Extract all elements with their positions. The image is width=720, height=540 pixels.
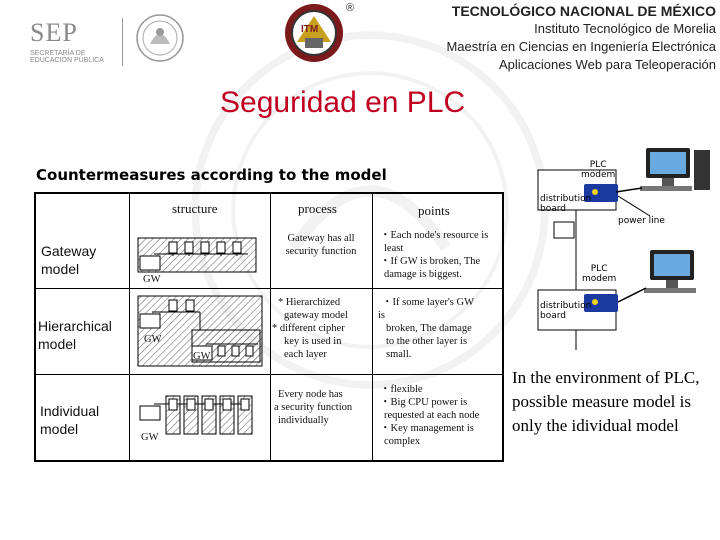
plc-modem-label-2: PLC modem <box>582 264 616 284</box>
plc-network-diagram <box>537 148 710 350</box>
gw-label: GW <box>141 432 159 443</box>
process-individual: Every node has a security function indiv… <box>274 388 370 427</box>
institute-name: Instituto Tecnológico de Morelia <box>534 21 716 36</box>
gw-label: GW <box>144 334 162 345</box>
itm-logo-text: ITM <box>301 24 319 35</box>
table-divider <box>129 192 130 462</box>
mexico-seal-icon <box>136 14 184 62</box>
row-label-line: model <box>40 421 79 437</box>
gw-label: GW <box>193 351 211 362</box>
points-line: ・flexible <box>380 384 423 395</box>
sep-logo-sub1: SECRETARÍA DE <box>30 50 86 57</box>
points-line: ・Each node's resource is <box>380 230 489 241</box>
logo-divider <box>122 18 123 66</box>
power-line-label: power line <box>618 216 665 226</box>
points-line: broken, The damage <box>386 323 472 334</box>
points-line: damage is biggest. <box>384 269 462 280</box>
points-line: ・If some layer's GW <box>382 297 474 308</box>
distribution-board-label-1: distribution board <box>540 194 591 214</box>
process-line: individually <box>278 415 329 426</box>
table-divider <box>34 288 504 289</box>
diagram-text: board <box>540 204 566 214</box>
conclusion-note: In the environment of PLC, possible meas… <box>512 368 700 435</box>
col-header-process: process <box>298 201 337 216</box>
process-line: each layer <box>284 349 327 360</box>
course-name: Aplicaciones Web para Teleoperación <box>498 57 716 72</box>
row-label-line: model <box>41 261 80 277</box>
process-line: * different cipher <box>272 323 345 334</box>
itm-logo <box>285 4 343 62</box>
distribution-board-label-2: distribution board <box>540 301 591 321</box>
points-individual: ・flexible ・Big CPU power is requested at… <box>380 383 502 448</box>
points-line: to the other layer is <box>386 336 468 347</box>
diagram-text: distribution <box>540 194 592 204</box>
col-header-structure: structure <box>172 201 218 216</box>
individual-structure-diagram <box>139 395 253 435</box>
diagram-text: board <box>540 311 566 321</box>
table-divider <box>34 374 504 375</box>
diagram-text: distribution <box>540 301 592 311</box>
row-label-individual: Individual model <box>40 402 99 438</box>
registered-mark: ® <box>346 2 355 14</box>
process-line: key is used in <box>284 336 342 347</box>
points-line: ・Key management is <box>380 423 474 434</box>
process-hierarchical: * Hierarchized gateway model * different… <box>272 296 368 361</box>
table-divider <box>270 192 271 462</box>
process-line: Every node has <box>278 389 343 400</box>
row-label-line: Gateway <box>41 243 97 259</box>
gw-label: GW <box>143 274 161 285</box>
institution-name: TECNOLÓGICO NACIONAL DE MÉXICO <box>451 3 716 19</box>
row-label-line: Individual <box>40 403 100 419</box>
points-line: requested at each node <box>384 410 480 421</box>
sep-logo-text: SEP <box>30 18 78 47</box>
header-block: TECNOLÓGICO NACIONAL DE MÉXICO Instituto… <box>446 2 716 74</box>
points-line: complex <box>384 436 421 447</box>
hierarchical-structure-diagram <box>137 295 263 367</box>
row-label-line: Hierarchical <box>38 318 112 334</box>
plc-modem-label-1: PLC modem <box>581 160 615 180</box>
points-hierarchical: ・If some layer's GW is broken, The damag… <box>378 296 500 361</box>
gateway-structure-diagram <box>137 237 257 273</box>
row-label-gateway: Gateway model <box>41 242 96 278</box>
points-line: ・If GW is broken, The <box>380 256 481 267</box>
process-line: gateway model <box>284 310 348 321</box>
slide-title: Seguridad en PLC <box>220 86 466 119</box>
diagram-text: modem <box>582 274 617 284</box>
row-label-line: model <box>38 336 77 352</box>
process-line: Gateway has all <box>287 233 355 244</box>
diagram-text: PLC <box>590 264 608 274</box>
process-line: a security function <box>274 402 353 413</box>
col-header-points: points <box>418 203 450 218</box>
process-line: * Hierarchized <box>278 297 341 308</box>
points-line: small. <box>386 349 412 360</box>
process-gateway: Gateway has all security function <box>274 232 368 258</box>
countermeasures-table <box>34 192 504 462</box>
sep-logo: SEP SECRETARÍA DE EDUCACIÓN PÚBLICA <box>30 18 110 66</box>
diagram-text: PLC <box>589 160 607 170</box>
points-gateway: ・Each node's resource is least ・If GW is… <box>380 229 502 281</box>
slide-subtitle: Countermeasures according to the model <box>36 166 387 184</box>
sep-logo-sub2: EDUCACIÓN PÚBLICA <box>30 57 104 64</box>
program-name: Maestría en Ciencias en Ingeniería Elect… <box>446 39 716 54</box>
diagram-text: modem <box>581 170 616 180</box>
row-label-hierarchical: Hierarchical model <box>38 317 112 353</box>
process-line: security function <box>285 246 357 257</box>
table-divider <box>372 192 373 462</box>
points-line: least <box>384 243 404 254</box>
points-line: ・Big CPU power is <box>380 397 468 408</box>
points-line: is <box>378 310 386 321</box>
